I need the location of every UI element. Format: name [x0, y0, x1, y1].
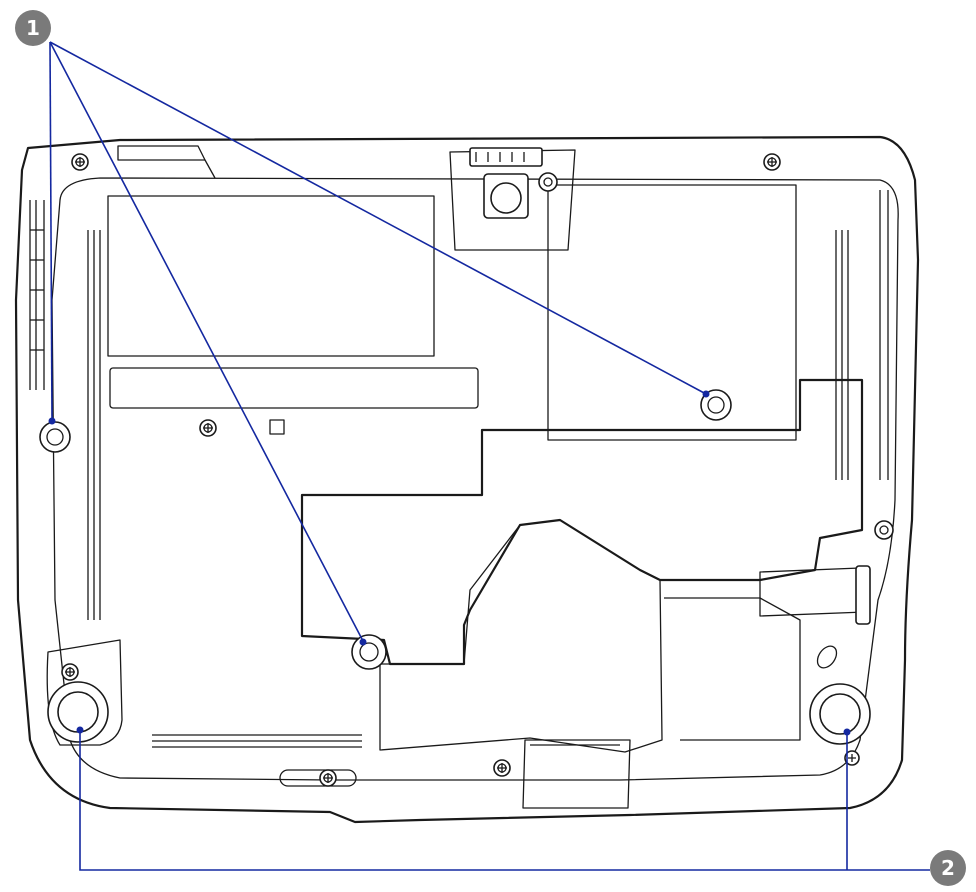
- rear-foot-right: [809, 683, 871, 745]
- left-vent-grille: [29, 200, 101, 620]
- callout-1-leaders: [48, 41, 710, 646]
- callout-2-leaders: [76, 726, 930, 871]
- mount-point-right: [700, 389, 732, 421]
- screw-icon: [199, 419, 217, 437]
- long-slot: [109, 367, 479, 409]
- bottom-slot: [279, 769, 357, 787]
- right-vent-grille: [835, 190, 889, 480]
- square-marker: [269, 419, 285, 435]
- callout-marker-2: 2: [930, 850, 966, 886]
- screw-icon: [493, 759, 511, 777]
- mount-point-center: [351, 634, 387, 670]
- rear-foot-left: [47, 681, 109, 743]
- callout-marker-1: 1: [15, 10, 51, 46]
- lower-bay: [379, 519, 663, 753]
- lower-vent-lines: [152, 734, 362, 748]
- rear-feet: [47, 681, 871, 745]
- bottom-center-cover: [522, 739, 631, 809]
- screw-icon: [319, 769, 337, 787]
- screw-icon: [844, 750, 860, 766]
- ceiling-mount-points: [39, 389, 732, 670]
- screws: [61, 153, 860, 787]
- security-bar: [759, 565, 871, 625]
- callout-number-2: 2: [941, 856, 955, 880]
- mount-point-left: [39, 421, 71, 453]
- center-recess: [300, 378, 864, 666]
- projector-body: [14, 135, 920, 824]
- screw-icon: [763, 153, 781, 171]
- small-holes: [816, 520, 894, 669]
- screw-icon: [71, 153, 89, 171]
- lamp-cover-panel: [547, 184, 797, 441]
- front-foot-assembly: [449, 147, 576, 251]
- screw-icon: [61, 663, 79, 681]
- label-panel: [107, 195, 435, 357]
- callout-number-1: 1: [26, 16, 40, 40]
